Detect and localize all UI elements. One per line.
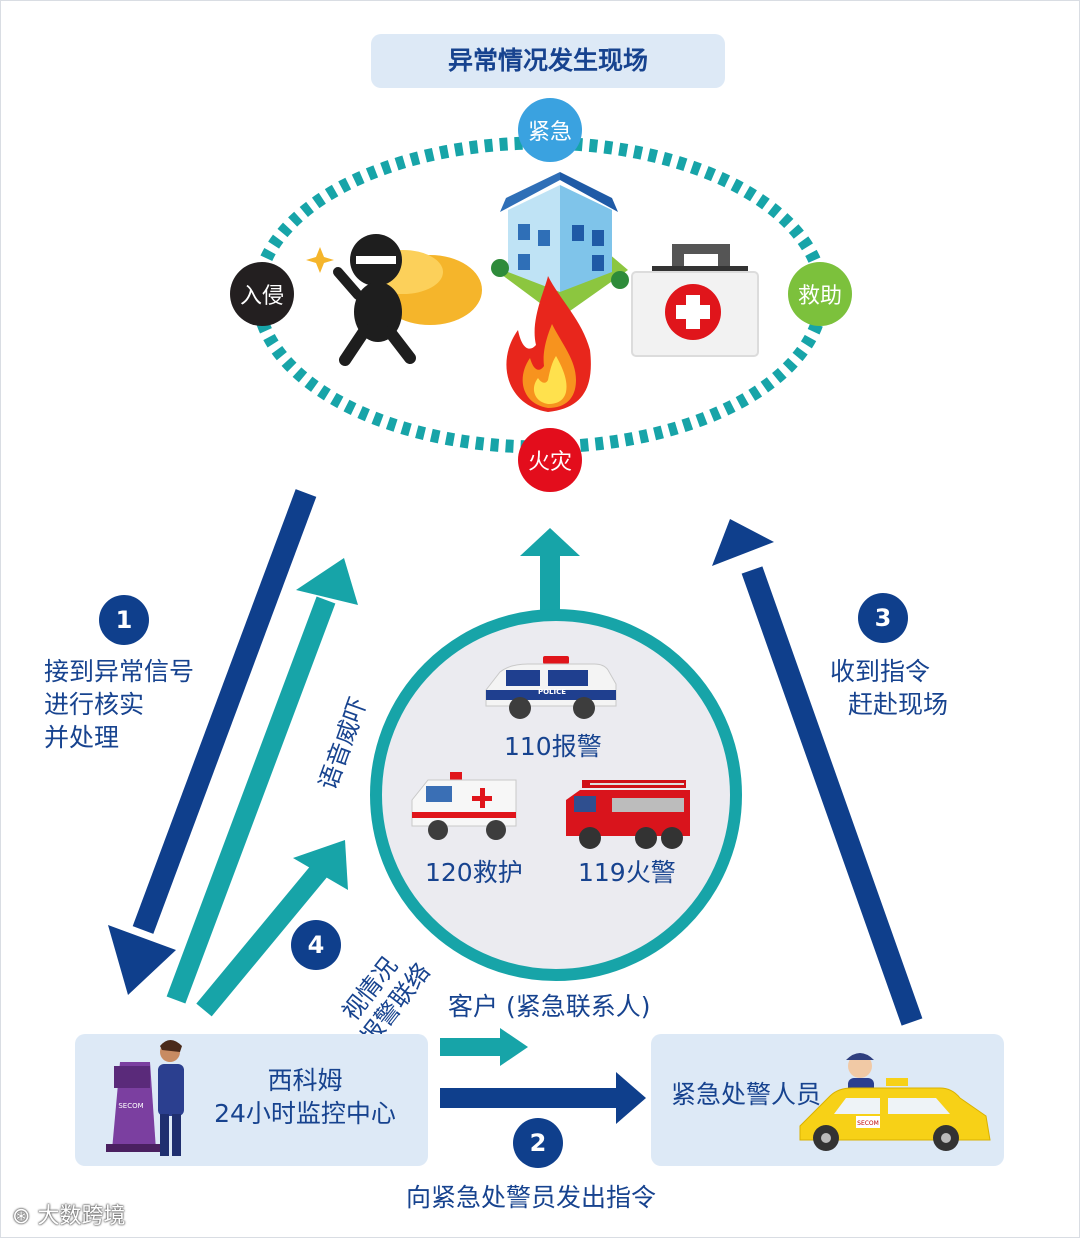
step2-number: 2 [513,1118,563,1168]
step3-number: 3 [858,593,908,643]
arrow-voice-warning [166,558,358,1004]
ambulance-label: 120救护 [425,858,523,887]
emergency-services-circle [370,609,742,981]
monitoring-center-line2: 24小时监控中心 [214,1099,396,1128]
customer-label: 客户 (紧急联系人) [448,992,651,1021]
fire-truck-icon [566,780,690,849]
arrow-services-to-scene [520,528,580,610]
step1-line1: 接到异常信号 [44,657,195,686]
fire-service-label: 119火警 [578,858,676,887]
police-car-label: POLICE [538,688,566,696]
arrow-step3 [712,519,923,1026]
badge-rescue: 救助 [788,262,852,326]
arrow-to-customer [440,1028,528,1066]
monitoring-center-line1: 西科姆 [267,1066,343,1095]
ambulance-icon [411,772,517,840]
police-car-icon [485,656,617,719]
watermark: ⊛ 大数跨境 [12,1198,125,1230]
scene-title: 异常情况发生现场 [447,46,648,75]
step4-number: 4 [291,920,341,970]
police-label: 110报警 [504,732,602,761]
arrow-step1 [108,489,317,995]
step3-line2: 赶赴现场 [848,690,949,719]
badge-fire: 火灾 [518,428,582,492]
thief-icon [306,234,482,366]
arrow-step4 [196,840,348,1017]
badge-urgent: 紧急 [518,98,582,162]
responder-box: 紧急处警人员 [651,1034,1004,1166]
step2-label: 向紧急处警员发出指令 [406,1183,657,1212]
step1-number: 1 [99,595,149,645]
responder-title: 紧急处警人员 [671,1080,822,1109]
scene-title-box: 异常情况发生现场 [371,34,725,88]
badge-intrusion: 入侵 [230,262,294,326]
arrow-step2 [440,1072,646,1124]
watermark-icon: ⊛ [12,1204,31,1229]
step1-line2: 进行核实 [44,690,145,719]
monitoring-center-box: 西科姆 24小时监控中心 [75,1034,428,1166]
fire-icon [506,276,591,412]
watermark-text: 大数跨境 [37,1204,126,1229]
step1-line3: 并处理 [44,723,120,752]
first-aid-kit-icon [631,244,759,357]
step3-line1: 收到指令 [830,657,931,686]
house-icon [491,172,629,318]
